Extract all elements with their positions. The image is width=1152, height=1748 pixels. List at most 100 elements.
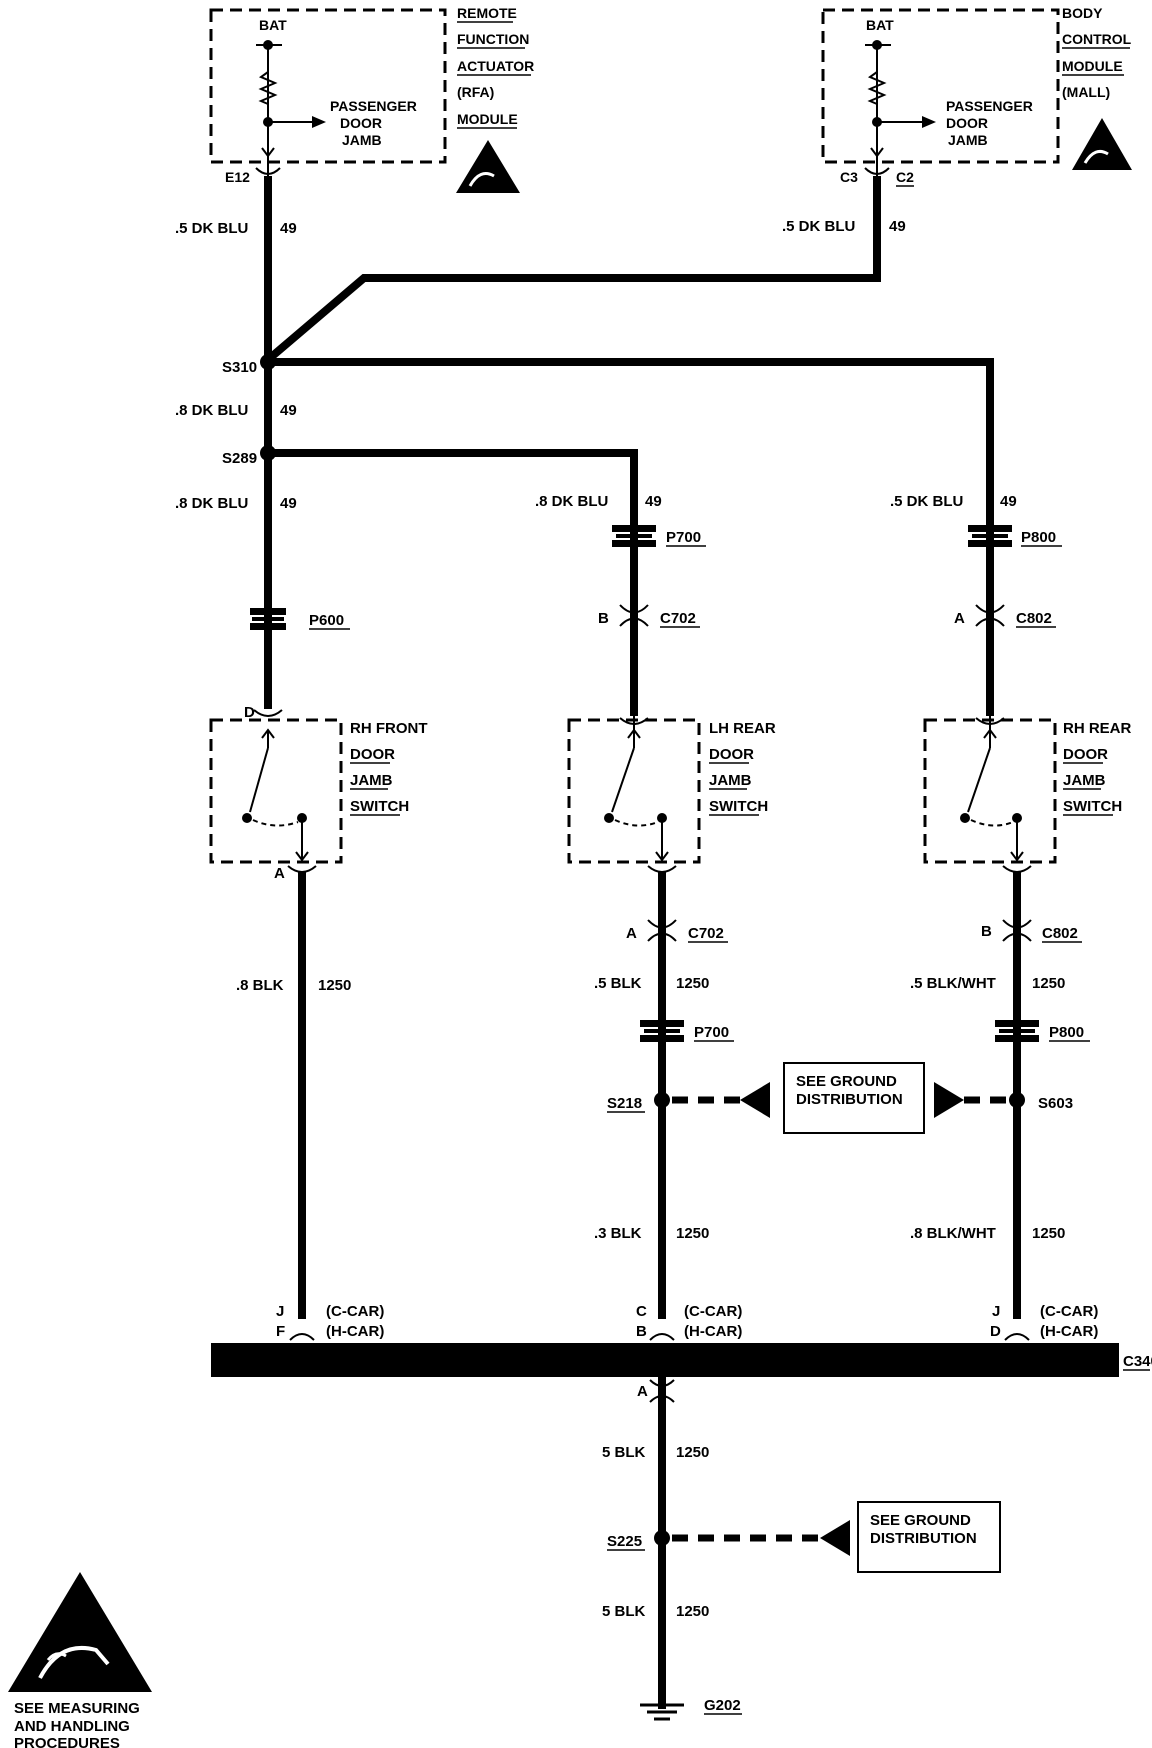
circuit-label: 1250 (676, 1225, 709, 1242)
bcm-inner-label-1: PASSENGER (946, 98, 1033, 114)
wire-size-label: 5 BLK (602, 1603, 646, 1620)
inline-connectors-top: P600 P700 P800 B C702 A C8 (250, 525, 1062, 630)
connector-pin-label: A (954, 610, 965, 627)
rfa-inner-label-2: DOOR (340, 115, 382, 131)
ground-distribution-bottom: S225 SEE GROUND DISTRIBUTION (607, 1501, 1001, 1573)
connector-pin-label: B (598, 610, 609, 627)
bcm-bat-label: BAT (866, 17, 894, 33)
c340-bottom-pin: A (637, 1383, 648, 1400)
c702-top-connector: B C702 (598, 604, 700, 628)
rfa-name-line-2: FUNCTION (457, 31, 529, 47)
h-car-label: (H-CAR) (326, 1323, 384, 1340)
circuit-label: 1250 (676, 1444, 709, 1461)
circuit-label: 49 (1000, 493, 1017, 510)
splice-label-s289: S289 (222, 450, 257, 467)
wire-size-label: .8 BLK/WHT (910, 1225, 996, 1242)
circuit-label: 1250 (1032, 975, 1065, 992)
wire-size-label: .5 DK BLU (175, 220, 248, 237)
switch-pin-top-label: D (244, 704, 255, 721)
c802-bottom-connector: B C802 (981, 919, 1082, 943)
esd-note: SEE MEASURING AND HANDLING PROCEDURES (8, 1572, 152, 1748)
c340-connector: C340 A J F (C-CAR) (H-CAR) C B (C-CAR) (… (211, 1303, 1152, 1403)
connector-label-p800: P800 (1049, 1024, 1084, 1041)
connector-label-p800: P800 (1021, 529, 1056, 546)
lh-rear-door-jamb-switch: LH REAR DOOR JAMB SWITCH (567, 705, 776, 873)
p600-connector: P600 (250, 608, 350, 630)
switch-name-line-3: JAMB (1063, 772, 1106, 789)
esd-warning-icon (456, 140, 520, 193)
bcm-name-line-2: CONTROL (1062, 31, 1132, 47)
splice-label-s218: S218 (607, 1095, 642, 1112)
esd-warning-icon (8, 1572, 152, 1692)
rh-front-door-jamb-switch: D A RH FRONT DOOR JAMB SWITCH (209, 704, 428, 882)
p700-top-connector: P700 (612, 525, 706, 547)
rfa-module: BAT PASSENGER DOOR JAMB REMOTE FUNCTION … (209, 5, 534, 195)
rfa-bat-label: BAT (259, 17, 287, 33)
wire-size-label: .3 BLK (594, 1225, 642, 1242)
ground-label-g202: G202 (704, 1697, 741, 1714)
circuit-label: 49 (280, 495, 297, 512)
ground-distribution-middle: S218 SEE GROUND DISTRIBUTION S603 (607, 1062, 1073, 1134)
connector-pin-label: B (981, 923, 992, 940)
wire-size-label: .5 DK BLU (782, 218, 855, 235)
c-car-label: (C-CAR) (1040, 1303, 1098, 1320)
switch-name-line-1: RH FRONT (350, 720, 428, 737)
bcm-inner-label-3: JAMB (948, 132, 988, 148)
circuit-label: 49 (280, 402, 297, 419)
wire-size-label: .5 DK BLU (890, 493, 963, 510)
c340-bar (211, 1343, 1119, 1377)
wire-labels: .5 DK BLU 49 .5 DK BLU 49 .8 DK BLU 49 .… (175, 218, 1065, 1620)
circuit-label: 49 (280, 220, 297, 237)
switch-name-line-3: JAMB (350, 772, 393, 789)
switch-name-line-1: LH REAR (709, 720, 776, 737)
c340-right-h-pin: D (990, 1323, 1001, 1340)
rfa-name-line-5: MODULE (457, 111, 518, 127)
bcm-pin-b-label: C2 (896, 169, 914, 185)
splice-dot (260, 354, 276, 370)
h-car-label: (H-CAR) (1040, 1323, 1098, 1340)
wire-size-label: .5 BLK/WHT (910, 975, 996, 992)
bcm-pin-a-label: C3 (840, 169, 858, 185)
c340-left-c-pin: J (276, 1303, 284, 1320)
wire-size-label: .8 DK BLU (175, 495, 248, 512)
rfa-inner-label-3: JAMB (342, 132, 382, 148)
bcm-module: BAT PASSENGER DOOR JAMB BODY CONTROL MOD… (821, 5, 1132, 195)
esd-warning-icon (1072, 118, 1132, 170)
esd-note-line-2: AND HANDLING (14, 1718, 130, 1735)
switch-name-line-2: DOOR (709, 746, 754, 763)
bcm-name-line-4: (MALL) (1062, 84, 1110, 100)
c-car-label: (C-CAR) (684, 1303, 742, 1320)
splice-label-s225: S225 (607, 1533, 642, 1550)
c802-top-connector: A C802 (954, 604, 1056, 628)
connector-label-c340: C340 (1123, 1353, 1152, 1370)
switch-pin-bot-label: A (274, 865, 285, 882)
rfa-inner-label-1: PASSENGER (330, 98, 417, 114)
bcm-inner-label-2: DOOR (946, 115, 988, 131)
p800-top-connector: P800 (968, 525, 1062, 547)
esd-note-line-1: SEE MEASURING (14, 1700, 140, 1717)
c340-right-c-pin: J (992, 1303, 1000, 1320)
c340-mid-c-pin: C (636, 1303, 647, 1320)
ground-box-line-2: DISTRIBUTION (870, 1530, 977, 1547)
circuit-label: 49 (645, 493, 662, 510)
splices: S310 S289 (222, 354, 276, 467)
connector-label-c802: C802 (1042, 925, 1078, 942)
circuit-label: 1250 (318, 977, 351, 994)
connector-label-c802: C802 (1016, 610, 1052, 627)
ground-g202: G202 (640, 1697, 742, 1721)
circuit-label: 1250 (1032, 1225, 1065, 1242)
rfa-name-line-1: REMOTE (457, 5, 517, 21)
splice-label-s310: S310 (222, 359, 257, 376)
switch-name-line-4: SWITCH (350, 798, 409, 815)
connector-label-c702: C702 (660, 610, 696, 627)
c340-left-h-pin: F (276, 1323, 285, 1340)
ground-box-line-1: SEE GROUND (870, 1512, 971, 1529)
h-car-label: (H-CAR) (684, 1323, 742, 1340)
switch-name-line-3: JAMB (709, 772, 752, 789)
splice-dot (1009, 1092, 1025, 1108)
c340-mid-h-pin: B (636, 1323, 647, 1340)
splice-dot (260, 445, 276, 461)
bcm-name-line-3: MODULE (1062, 58, 1123, 74)
switch-name-line-4: SWITCH (709, 798, 768, 815)
